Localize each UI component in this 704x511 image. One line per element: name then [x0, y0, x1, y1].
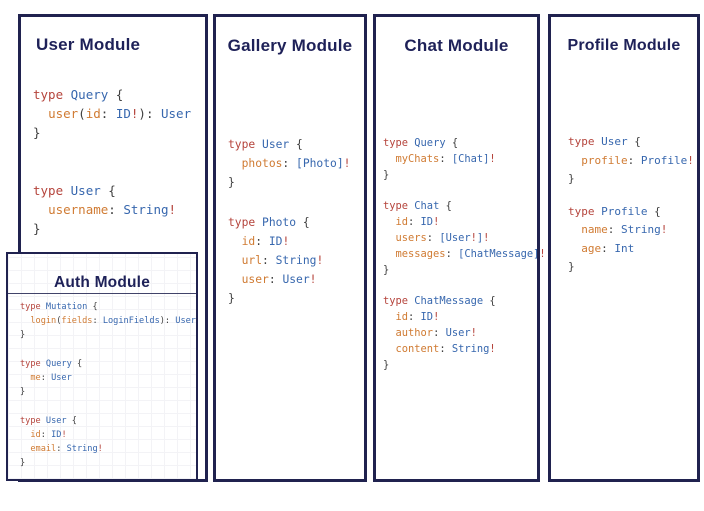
- code-line: id: ID!: [395, 216, 440, 228]
- code-line: me: User: [30, 373, 72, 383]
- code-line: type Chat {: [383, 200, 452, 212]
- code-block: type Query { myChats: [Chat]!}: [383, 135, 546, 183]
- code-line: type Query {: [20, 359, 83, 369]
- code-line: type Photo {: [228, 216, 310, 229]
- module-chat-code: type Query { myChats: [Chat]!}type Chat …: [383, 135, 546, 373]
- code-line: type ChatMessage {: [383, 295, 496, 307]
- code-line: }: [20, 330, 26, 340]
- module-auth-title: Auth Module: [53, 274, 151, 291]
- module-user-code: type Query { user(id: ID!): User}type Us…: [33, 85, 191, 238]
- code-line: }: [383, 359, 390, 371]
- code-line: myChats: [Chat]!: [395, 153, 496, 165]
- code-block: type User { username: String!}: [33, 181, 191, 238]
- code-line: }: [20, 458, 26, 468]
- code-line: id: ID!: [395, 311, 440, 323]
- code-line: url: String!: [241, 254, 324, 267]
- module-profile-code: type User { profile: Profile!}type Profi…: [568, 133, 694, 277]
- code-line: }: [228, 292, 235, 305]
- code-line: }: [20, 387, 26, 397]
- code-line: user: User!: [241, 273, 317, 286]
- code-line: }: [568, 260, 575, 273]
- code-block: type Query { user(id: ID!): User}: [33, 85, 191, 142]
- code-line: type User {: [568, 135, 641, 148]
- code-line: type User {: [228, 138, 303, 151]
- code-line: }: [228, 176, 235, 189]
- code-line: }: [568, 172, 575, 185]
- code-block: type Chat { id: ID! users: [User!]! mess…: [383, 198, 546, 278]
- code-line: name: String!: [581, 223, 668, 236]
- code-line: type Query {: [383, 137, 459, 149]
- code-line: author: User!: [395, 327, 477, 339]
- code-line: id: ID!: [241, 235, 290, 248]
- code-line: username: String!: [48, 202, 177, 217]
- module-chat-title: Chat Module: [404, 36, 509, 55]
- module-auth-code: type Mutation { login(fields: LoginField…: [20, 300, 196, 470]
- code-line: messages: [ChatMessage]!: [395, 248, 546, 260]
- code-block: type ChatMessage { id: ID! author: User!…: [383, 293, 546, 373]
- code-block: type User { photos: [Photo]!}: [228, 135, 350, 192]
- code-line: profile: Profile!: [581, 153, 694, 167]
- code-line: users: [User!]!: [395, 232, 490, 244]
- code-line: type Query {: [33, 87, 124, 102]
- module-user-title: User Module: [36, 35, 141, 54]
- code-line: }: [383, 264, 390, 276]
- code-line: login(fields: LoginFields): User: [30, 316, 196, 326]
- code-line: type Profile {: [568, 204, 661, 218]
- module-profile-title: Profile Module: [567, 37, 681, 54]
- code-line: }: [33, 125, 41, 140]
- code-line: photos: [Photo]!: [241, 157, 351, 170]
- module-profile: Profile Module type User { profile: Prof…: [548, 14, 700, 482]
- code-block: type Photo { id: ID! url: String! user: …: [228, 213, 350, 308]
- code-line: type Mutation {: [20, 302, 98, 312]
- code-line: user(id: ID!): User: [48, 106, 192, 121]
- module-chat: Chat Module type Query { myChats: [Chat]…: [373, 14, 546, 482]
- code-line: age: Int: [581, 241, 635, 255]
- code-block: type Profile { name: String! age: Int}: [568, 203, 694, 277]
- code-line: type User {: [33, 183, 116, 198]
- code-line: type User {: [20, 416, 77, 426]
- module-gallery-title: Gallery Module: [227, 36, 353, 55]
- code-line: content: String!: [395, 343, 496, 355]
- module-auth: Auth Module type Mutation { login(fields…: [6, 252, 198, 481]
- code-block: type User { id: ID! email: String!}: [20, 414, 196, 470]
- auth-title-divider: [8, 293, 196, 294]
- code-block: type User { profile: Profile!}: [568, 133, 694, 189]
- code-line: id: ID!: [30, 430, 67, 440]
- code-block: type Mutation { login(fields: LoginField…: [20, 300, 196, 342]
- module-gallery: Gallery Module type User { photos: [Phot…: [213, 14, 367, 482]
- code-line: }: [383, 169, 390, 181]
- module-gallery-code: type User { photos: [Photo]!}type Photo …: [228, 135, 350, 308]
- code-line: email: String!: [30, 444, 103, 454]
- code-block: type Query { me: User}: [20, 357, 196, 399]
- code-line: }: [33, 221, 41, 236]
